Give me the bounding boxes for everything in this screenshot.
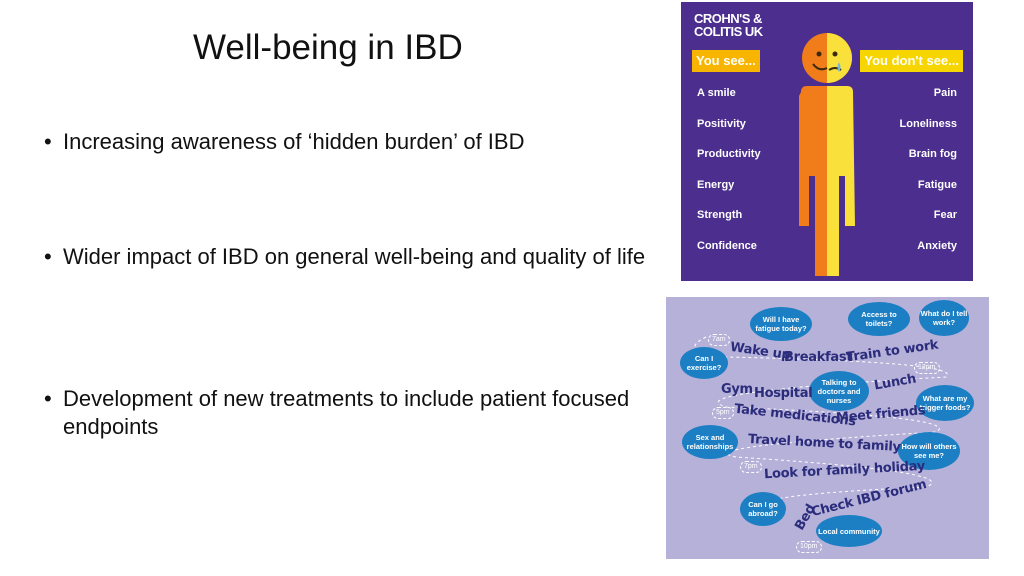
left-eye <box>816 51 822 57</box>
bullet-text: Wider impact of IBD on general well-bein… <box>63 244 646 269</box>
you-dont-see-item: Anxiety <box>917 239 957 252</box>
you-see-item: Positivity <box>697 117 746 130</box>
timeline-path <box>694 336 948 513</box>
time-7am: 7am <box>708 334 730 346</box>
smile <box>812 63 828 71</box>
bullet-marker: • <box>44 129 52 154</box>
bullet-item: • Wider impact of IBD on general well-be… <box>44 243 653 271</box>
bubble-work: What do I tell work? <box>919 300 969 336</box>
bullet-item: • Increasing awareness of ‘hidden burden… <box>44 128 653 156</box>
you-dont-see-list: Pain Loneliness Brain fog Fatigue Fear A… <box>900 86 957 270</box>
bullet-item: • Development of new treatments to inclu… <box>44 385 653 441</box>
you-see-item: Strength <box>697 209 743 222</box>
you-dont-see-item: Fear <box>933 209 957 222</box>
you-see-item: Productivity <box>697 148 761 161</box>
bullet-marker: • <box>44 386 52 411</box>
daily-life-timeline: Will I have fatigue today? Access to toi… <box>666 297 989 559</box>
logo-line-1: CROHN'S & <box>694 11 762 26</box>
phrase-gym: Gym <box>721 382 753 397</box>
you-dont-see-item: Fatigue <box>917 178 957 191</box>
crohns-colitis-logo: CROHN'S & COLITIS UK <box>694 12 763 38</box>
bubble-fatigue: Will I have fatigue today? <box>750 307 812 341</box>
bubble-abroad: Can I go abroad? <box>740 492 786 526</box>
logo-line-2: COLITIS UK <box>694 24 763 39</box>
phrase-breakfast: Breakfast <box>784 350 853 365</box>
bullet-text: Increasing awareness of ‘hidden burden’ … <box>63 129 525 154</box>
bubble-relationships: Sex and relationships <box>682 425 738 459</box>
time-7pm: 7pm <box>740 461 762 473</box>
time-10pm: 10pm <box>796 541 822 553</box>
you-dont-see-item: Loneliness <box>899 117 957 130</box>
you-dont-see-tag: You don't see... <box>860 50 963 72</box>
you-see-tag: You see... <box>692 50 760 72</box>
body-right-half <box>827 86 855 276</box>
bubble-doctors: Talking to doctors and nurses <box>809 371 869 411</box>
hidden-burden-poster: CROHN'S & COLITIS UK You see... You don'… <box>681 2 973 281</box>
you-dont-see-item: Brain fog <box>908 148 957 161</box>
time-5pm: 5pm <box>712 407 734 419</box>
bubble-toilets: Access to toilets? <box>848 302 910 336</box>
time-12pm: 12pm <box>914 362 940 374</box>
head-right-half <box>827 33 852 83</box>
bubble-others: How will others see me? <box>898 432 960 470</box>
phrase-hospital: Hospital <box>754 386 813 401</box>
body-left-half <box>799 86 827 276</box>
you-see-list: A smile Positivity Productivity Energy S… <box>697 86 761 270</box>
bullet-text: Development of new treatments to include… <box>63 386 630 439</box>
bubble-community: Local community <box>816 515 882 547</box>
bullet-marker: • <box>44 244 52 269</box>
bubble-exercise: Can I exercise? <box>680 347 728 379</box>
you-see-item: A smile <box>697 87 736 99</box>
right-eye <box>832 51 838 57</box>
half-person-figure <box>799 33 855 276</box>
bubble-trigger-foods: What are my trigger foods? <box>916 385 974 421</box>
tear-icon <box>837 62 841 72</box>
you-dont-see-item: Pain <box>933 87 957 99</box>
you-see-item: Energy <box>697 178 735 191</box>
slide-title: Well-being in IBD <box>193 28 463 67</box>
you-see-item: Confidence <box>697 239 757 252</box>
